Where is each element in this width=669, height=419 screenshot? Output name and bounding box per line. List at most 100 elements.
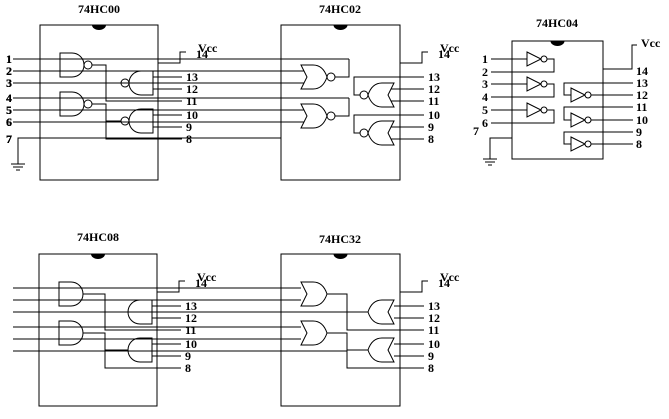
ground-wire: [489, 137, 512, 147]
pin-label-1: 1: [6, 52, 12, 66]
pin-label-7: 7: [6, 132, 12, 146]
nor-gate-body: [300, 64, 328, 90]
pin-label-13: 13: [186, 70, 198, 84]
pin-label-5: 5: [6, 103, 12, 117]
pin-label-4: 4: [6, 91, 12, 105]
wire: [346, 311, 424, 331]
pin-label-12: 12: [636, 88, 648, 102]
not-gate: [526, 76, 548, 92]
pin-label-7: 7: [6, 132, 12, 146]
pin-label-9: 9: [186, 120, 192, 134]
wire: [563, 82, 633, 96]
pin-label-6: 6: [6, 115, 12, 129]
pin-label-12: 12: [428, 82, 440, 96]
inversion-bubble: [540, 80, 548, 88]
inversion-bubble: [359, 90, 369, 100]
wire: [491, 58, 555, 73]
pin-label-1: 1: [6, 52, 12, 66]
wire: [13, 293, 348, 313]
inversion-bubble: [359, 128, 369, 138]
vcc-label: Vcc: [641, 36, 661, 50]
pin-label-8: 8: [636, 137, 642, 151]
pin-label-3: 3: [6, 76, 12, 90]
pin-label-2: 2: [6, 64, 12, 78]
not-gate: [526, 51, 548, 67]
pin-label-6: 6: [482, 116, 488, 130]
nand-gate-body: [59, 52, 85, 78]
and-gate-body: [58, 281, 84, 307]
pin-label-6: 6: [6, 115, 12, 129]
or-gate: [300, 320, 328, 346]
pin-label-13: 13: [636, 76, 648, 90]
inversion-bubble: [326, 111, 336, 121]
pin-label-9: 9: [428, 349, 434, 363]
vcc-wire: [400, 51, 428, 64]
ground-wire: [17, 137, 39, 152]
wire: [491, 83, 555, 98]
or-gate-body: [367, 299, 395, 325]
and-gate: [58, 281, 84, 307]
or-gate: [367, 299, 395, 325]
not-gate-body: [526, 51, 543, 67]
pin-label-13: 13: [428, 70, 440, 84]
wire: [563, 106, 633, 121]
pin-label-1: 1: [482, 52, 488, 66]
vcc-wire: [157, 280, 185, 293]
pin-label-12: 12: [185, 311, 197, 325]
pin-label-14: 14: [195, 276, 207, 290]
nor-gate-body: [367, 120, 395, 146]
wire: [353, 76, 424, 96]
chip-title: 74HC00: [78, 2, 120, 16]
nor-gate: [359, 120, 395, 146]
pin-label-4: 4: [6, 91, 12, 105]
not-gate: [570, 112, 592, 128]
not-gate: [570, 136, 592, 152]
pin-label-5: 5: [6, 103, 12, 117]
pin-label-14: 14: [636, 64, 648, 78]
pin-label-5: 5: [482, 103, 488, 117]
pin-label-13: 13: [185, 299, 197, 313]
vcc-label: Vcc: [198, 41, 218, 55]
pin-label-12: 12: [186, 82, 198, 96]
and-gate-body: [58, 320, 84, 346]
not-gate: [526, 102, 548, 118]
pin-label-8: 8: [428, 132, 434, 146]
pin-label-10: 10: [186, 108, 198, 122]
not-gate-body: [570, 87, 587, 103]
pin-label-9: 9: [428, 120, 434, 134]
ground-icon: [483, 147, 497, 166]
wire: [105, 120, 182, 140]
wire: [491, 109, 555, 124]
pin-label-14: 14: [196, 47, 208, 61]
not-gate-body: [570, 136, 587, 152]
pin-label-5: 5: [6, 103, 12, 117]
nor-gate-body: [367, 82, 395, 108]
vcc-label: Vcc: [440, 41, 460, 55]
inversion-bubble: [584, 116, 592, 124]
pin-label-11: 11: [428, 323, 439, 337]
inversion-bubble: [83, 60, 93, 70]
pin-label-10: 10: [636, 113, 648, 127]
pin1-notch: [91, 254, 105, 259]
chip-title: 74HC08: [77, 230, 119, 244]
pin-label-8: 8: [186, 132, 192, 146]
nand-gate-body: [59, 91, 85, 117]
pin-label-4: 4: [482, 90, 488, 104]
pin-label-14: 14: [438, 276, 450, 290]
not-gate-body: [570, 112, 587, 128]
wire: [353, 114, 424, 134]
wire: [346, 349, 424, 369]
vcc-wire: [158, 51, 186, 64]
inversion-bubble: [584, 140, 592, 148]
vcc-wire: [603, 44, 637, 70]
vcc-wire: [400, 280, 428, 293]
pin-label-2: 2: [482, 65, 488, 79]
wire: [335, 98, 350, 117]
and-gate: [127, 337, 153, 363]
nand-gate: [59, 52, 93, 78]
or-gate-body: [367, 337, 395, 363]
pin-label-3: 3: [6, 76, 12, 90]
pin-label-5: 5: [6, 103, 12, 117]
